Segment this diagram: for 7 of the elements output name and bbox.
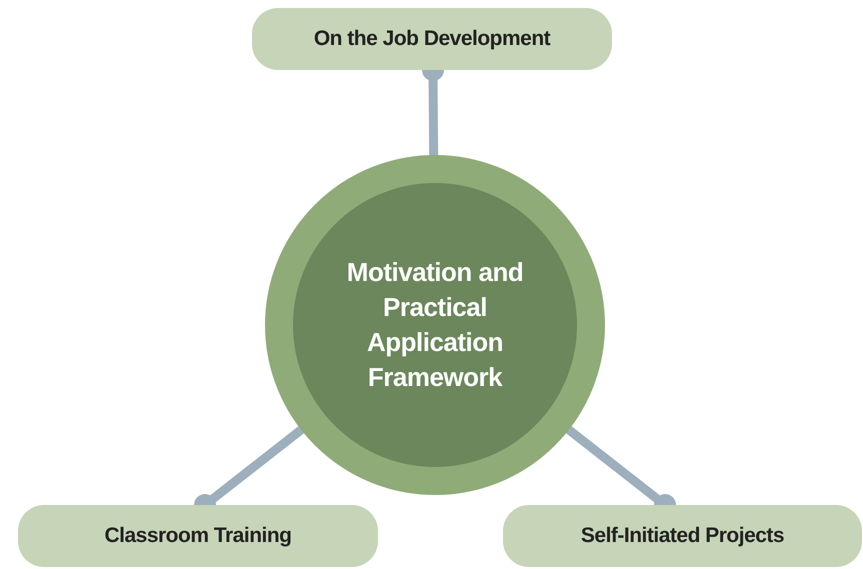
node-label: Self-Initiated Projects [580,524,784,548]
rounded-box [503,505,862,567]
rounded-box [252,8,612,70]
node-label: Classroom Training [104,524,292,548]
rounded-box [18,505,378,567]
node-label: On the Job Development [314,27,550,51]
node-label: Motivation and Practical Application Framework [346,256,524,394]
